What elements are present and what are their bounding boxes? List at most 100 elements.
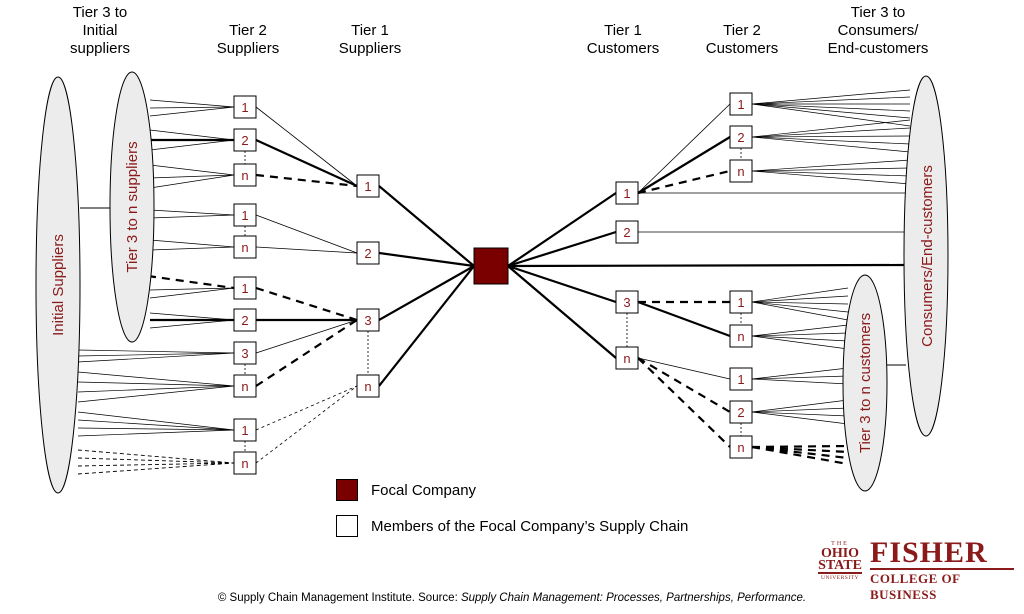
node-label: n: [241, 168, 248, 183]
fan-line: [751, 445, 849, 466]
fan-line: [149, 106, 235, 117]
fan-line: [751, 103, 911, 119]
tier2-customer-node: 2: [729, 125, 753, 149]
thick-line: [507, 263, 905, 268]
node-label: n: [737, 164, 744, 179]
node-label: n: [364, 379, 371, 394]
legend-members-label: Members of the Focal Company’s Supply Ch…: [371, 517, 689, 535]
fan-line: [77, 385, 235, 403]
node-label: 1: [241, 423, 248, 438]
node-label: 2: [737, 130, 744, 145]
tier2-supplier-node: 2: [233, 308, 257, 332]
connector-line: [637, 136, 731, 194]
connector-line: [255, 138, 358, 188]
connector-line: [255, 319, 358, 387]
connector-line: [637, 357, 731, 380]
node-label: 1: [241, 208, 248, 223]
connector-line: [255, 385, 358, 464]
fan-line: [149, 139, 235, 151]
initial-suppliers-label: Initial Suppliers: [50, 234, 67, 336]
tier2-supplier-node: 2: [233, 128, 257, 152]
tier2-supplier-node: n: [233, 235, 257, 259]
node-box: [233, 163, 257, 187]
tier3-customers-ellipse: [842, 274, 888, 492]
focal-swatch: [336, 479, 358, 501]
fan-line: [751, 375, 849, 380]
dashed-thick-line: [147, 274, 235, 290]
fan-line: [149, 312, 235, 321]
node-label: n: [241, 379, 248, 394]
tier2-customer-node: 1: [729, 290, 753, 314]
fan-line: [77, 427, 235, 431]
node-box: [233, 276, 257, 300]
node-box: [233, 451, 257, 475]
node-label: 1: [737, 97, 744, 112]
fan-line: [77, 411, 235, 431]
initial-suppliers-ellipse: [35, 76, 81, 494]
fan-line: [751, 295, 849, 303]
tier2-supplier-node: 1: [233, 276, 257, 300]
fan-line: [149, 129, 235, 141]
fan-line: [149, 214, 235, 219]
node-box: [356, 241, 380, 265]
fan-line: [149, 106, 235, 109]
connector-line: [507, 230, 617, 268]
fan-line: [149, 239, 235, 248]
member-swatch: [336, 515, 358, 537]
node-label: n: [241, 240, 248, 255]
dashed-fan-line: [77, 462, 235, 475]
fan-line: [751, 335, 849, 342]
tier2-customer-node: n: [729, 324, 753, 348]
source-footer: © Supply Chain Management Institute. Sou…: [217, 592, 807, 604]
tier3-suppliers-label: Tier 3 to n suppliers: [124, 141, 141, 272]
legend-focal: Focal Company: [336, 479, 476, 501]
fan-line: [751, 119, 911, 138]
tier1-customer-node: n: [615, 346, 639, 370]
tier2-supplier-node: 1: [233, 203, 257, 227]
fan-line: [77, 419, 235, 431]
node-box: [233, 235, 257, 259]
node-label: 2: [737, 405, 744, 420]
node-box: [233, 128, 257, 152]
legend-focal-label: Focal Company: [371, 481, 477, 499]
node-label: n: [623, 351, 630, 366]
node-box: [729, 159, 753, 183]
tier1-supplier-node: 3: [356, 308, 380, 332]
connector-line: [378, 265, 475, 321]
tier2-supplier-node: 3: [233, 341, 257, 365]
node-label: 1: [241, 281, 248, 296]
tier2-customer-node: 2: [729, 400, 753, 424]
fan-line: [751, 407, 849, 413]
dashed-fan-line: [77, 457, 235, 464]
fan-line: [751, 89, 911, 105]
fan-line: [149, 287, 235, 291]
fan-line: [751, 324, 849, 337]
node-box: [729, 92, 753, 116]
tier1-customer-node: 3: [615, 290, 639, 314]
node-box: [233, 418, 257, 442]
fan-line: [751, 301, 849, 313]
connector-line: [637, 300, 731, 338]
connector-line: [255, 319, 358, 354]
fan-line: [77, 352, 235, 357]
tier2-customer-node: 1: [729, 367, 753, 391]
fan-line: [751, 332, 849, 337]
fan-line: [149, 164, 235, 176]
connector-line: [507, 264, 617, 304]
fan-line: [149, 319, 235, 329]
fisher-logo: THE OHIO STATE UNIVERSITY FISHER COLLEGE…: [818, 538, 1014, 602]
fan-line: [149, 246, 235, 251]
node-label: 1: [737, 295, 744, 310]
node-label: 1: [241, 100, 248, 115]
tier2-supplier-node: n: [233, 374, 257, 398]
fan-line: [751, 127, 911, 138]
tier2-supplier-node: n: [233, 451, 257, 475]
node-box: [356, 174, 380, 198]
fan-line: [77, 381, 235, 387]
fan-line: [149, 174, 235, 189]
